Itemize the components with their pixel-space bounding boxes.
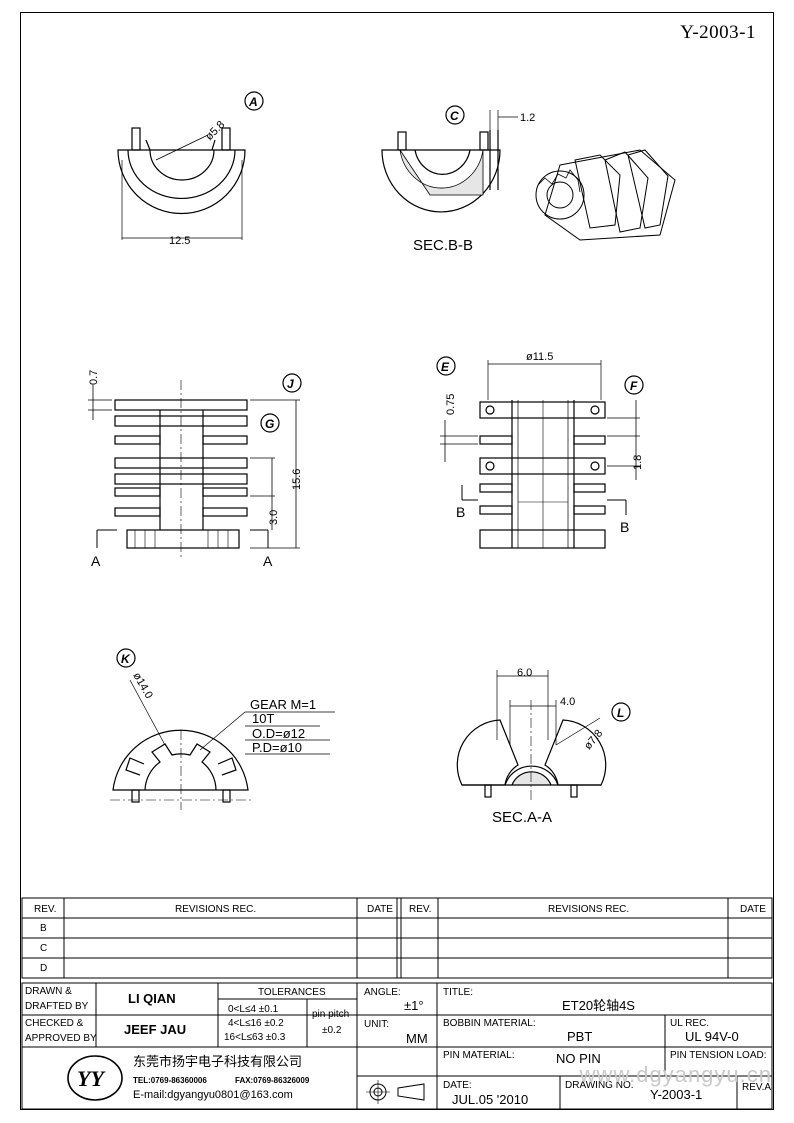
pin-pitch-label: pin pitch <box>312 1009 350 1020</box>
company-logo <box>67 1055 123 1101</box>
revision-table <box>21 897 773 979</box>
revisions-header-right: REVISIONS REC. <box>548 904 630 915</box>
dim-0-75: 0.75 <box>445 394 457 415</box>
ul-rec-value: UL 94V-0 <box>685 1029 739 1044</box>
dim-0-7: 0.7 <box>88 370 100 385</box>
cut-b-right: B <box>620 519 629 535</box>
pin-tension-label: PIN TENSION LOAD: <box>670 1050 767 1061</box>
title-block <box>21 982 773 1110</box>
dim-5-8: ø5.8 <box>203 119 227 143</box>
callout-e: E <box>441 360 450 374</box>
gear-spec-2: O.D=ø12 <box>252 726 305 741</box>
angle-label: ANGLE: <box>364 987 401 998</box>
tol-row-3: 16<L≤63 ±0.3 <box>224 1032 286 1043</box>
rev-label: REV.A <box>742 1082 772 1093</box>
cut-b-left: B <box>456 504 465 520</box>
callout-k: K <box>121 652 131 666</box>
section-bb-label: SEC.B-B <box>413 237 473 254</box>
date-value: JUL.05 '2010 <box>452 1092 529 1107</box>
cut-a-right: A <box>263 553 273 569</box>
callout-c-circle <box>445 105 465 125</box>
company-logo-text: YY <box>77 1066 106 1091</box>
callout-f-circle <box>624 375 644 395</box>
title-value: ET20轮轴4S <box>562 998 635 1013</box>
company-name: 东莞市扬宇电子科技有限公司 <box>133 1054 303 1069</box>
tolerances-label: TOLERANCES <box>258 987 326 998</box>
dim-1-2: 1.2 <box>520 112 535 124</box>
date-header-right: DATE <box>740 904 766 915</box>
callout-a: A <box>248 95 258 109</box>
dim-4-0: 4.0 <box>560 696 575 708</box>
pin-material-label: PIN MATERIAL: <box>443 1050 515 1061</box>
section-bb-view <box>381 105 518 213</box>
callout-l: L <box>617 706 624 720</box>
rev-header-left: REV. <box>34 904 57 915</box>
bobbin-material-value: PBT <box>567 1029 593 1044</box>
section-aa-label: SEC.A-A <box>492 809 552 826</box>
dim-1-8: 1.8 <box>632 455 644 470</box>
pin-material-value: NO PIN <box>556 1051 601 1066</box>
tol-row-1: 0<L≤4 ±0.1 <box>228 1004 279 1015</box>
view-a <box>117 91 264 240</box>
callout-g: G <box>265 417 274 431</box>
date-label: DATE: <box>443 1080 472 1091</box>
callout-j: J <box>287 377 294 391</box>
drawn-label-1: DRAWN & <box>25 986 72 997</box>
callout-l-circle <box>611 702 631 722</box>
tol-row-2: 4<L≤16 ±0.2 <box>228 1018 284 1029</box>
rev-row-d: D <box>40 963 48 974</box>
rev-row-b: B <box>40 923 47 934</box>
dim-11-5: ø11.5 <box>526 351 553 363</box>
cut-a-left: A <box>91 553 101 569</box>
rev-row-c: C <box>40 943 48 954</box>
callout-a-circle <box>244 91 264 111</box>
watermark: www.dgyangyu.cn <box>579 1062 772 1087</box>
callout-g-circle <box>260 413 280 433</box>
pin-pitch-value: ±0.2 <box>322 1025 342 1036</box>
section-aa-view <box>456 670 631 800</box>
checked-value: JEEF JAU <box>124 1022 187 1037</box>
dim-14-0: ø14.0 <box>130 671 154 701</box>
drawing-no-label: DRAWING NO. <box>565 1080 634 1091</box>
angle-value: ±1° <box>404 998 424 1013</box>
gear-spec-3: P.D=ø10 <box>252 740 302 755</box>
callout-e-circle <box>436 356 456 376</box>
company-email: E-mail:dgyangyu0801@163.com <box>133 1089 293 1101</box>
rev-header-right: REV. <box>409 904 432 915</box>
bobbin-material-label: BOBBIN MATERIAL: <box>443 1018 536 1029</box>
dim-12-5: 12.5 <box>169 235 190 247</box>
drawn-label-2: DRAFTED BY <box>25 1001 89 1012</box>
checked-label-1: CHECKED & <box>25 1018 84 1029</box>
drawing-no-value: Y-2003-1 <box>650 1087 703 1102</box>
callout-c: C <box>450 109 459 123</box>
gear-view-k <box>110 648 335 810</box>
dim-15-6: 15.6 <box>291 469 303 490</box>
drawn-value: LI QIAN <box>128 991 176 1006</box>
date-header-left: DATE <box>367 904 393 915</box>
isometric-view <box>535 149 676 241</box>
title-label: TITLE: <box>443 987 474 998</box>
callout-k-circle <box>116 648 136 668</box>
gear-spec-0: GEAR M=1 <box>250 697 316 712</box>
revisions-header-left: REVISIONS REC. <box>175 904 257 915</box>
company-tel: TEL:0769-86360006 <box>133 1076 207 1085</box>
callout-j-circle <box>282 373 302 393</box>
ul-rec-label: UL REC. <box>670 1018 710 1029</box>
drawing-number-top: Y-2003-1 <box>680 22 756 43</box>
dim-7-8: ø7.8 <box>582 728 605 753</box>
unit-label: UNIT: <box>364 1019 389 1030</box>
gear-spec-1: 10T <box>252 711 274 726</box>
unit-value: MM <box>406 1031 428 1046</box>
company-fax: FAX:0769-86326009 <box>235 1076 310 1085</box>
checked-label-2: APPROVED BY <box>25 1033 97 1044</box>
callout-f: F <box>630 379 638 393</box>
side-view-j <box>88 373 302 560</box>
dim-3-0: 3.0 <box>268 510 280 525</box>
dim-6-0: 6.0 <box>517 667 532 679</box>
side-view-e <box>436 356 644 549</box>
